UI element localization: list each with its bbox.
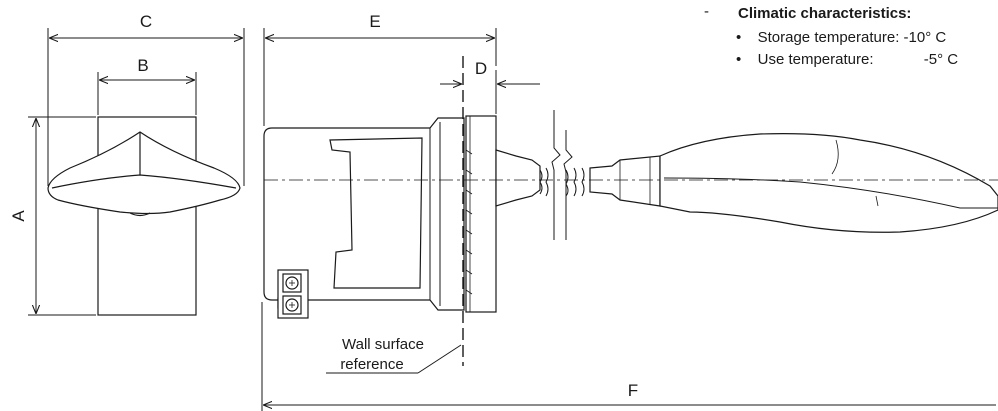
side-view-inner <box>329 137 423 289</box>
spec-heading-row: - <box>704 2 709 22</box>
spec-dash: - <box>704 3 709 20</box>
dimension-label-f: F <box>628 381 638 400</box>
dimension-label-a: A <box>9 210 28 222</box>
front-view <box>47 116 241 316</box>
front-view-knob-base <box>129 212 151 217</box>
bullet-icon: • <box>736 29 742 46</box>
wall-reference-leader <box>326 344 462 374</box>
shaft-thread-1 <box>539 167 549 197</box>
spec-heading: Climatic characteristics: <box>738 4 911 24</box>
break-line-2 <box>563 130 573 240</box>
wall-reference-label-line2: reference <box>340 356 403 373</box>
spec-item-label: Storage temperature: <box>757 29 900 46</box>
side-view-body <box>263 117 465 311</box>
lever-handle <box>659 133 998 233</box>
dimension-label-b: B <box>137 56 148 75</box>
spec-item-value: -5° C <box>923 51 959 68</box>
dimension-e <box>263 28 497 126</box>
dimension-d <box>440 70 540 114</box>
wall-flange <box>465 115 497 313</box>
dimension-label-e: E <box>369 12 380 31</box>
spec-item-use: • Use temperature: -5° C <box>736 50 958 70</box>
dimension-a <box>28 116 96 316</box>
front-view-knob <box>47 131 241 215</box>
side-view <box>263 110 998 319</box>
handle-neck <box>589 155 661 207</box>
spec-item-value: -10° C <box>903 29 947 46</box>
dimension-c <box>47 28 245 186</box>
wall-reference-label-line1: Wall surface <box>342 336 424 353</box>
lever-handle-ridge <box>663 177 998 209</box>
dimension-label-d: D <box>475 59 487 78</box>
dimension-b <box>97 72 197 115</box>
spec-heading-text: Climatic characteristics: <box>738 5 912 22</box>
shaft-thread-2 <box>565 167 585 197</box>
dimension-label-c: C <box>140 12 152 31</box>
bullet-icon: • <box>736 51 742 68</box>
spec-item-label: Use temperature: <box>757 51 874 68</box>
dimension-f <box>261 302 996 411</box>
break-line-1 <box>551 110 561 240</box>
shaft-collar <box>495 149 541 207</box>
spec-item-storage: • Storage temperature: -10° C <box>736 28 946 48</box>
